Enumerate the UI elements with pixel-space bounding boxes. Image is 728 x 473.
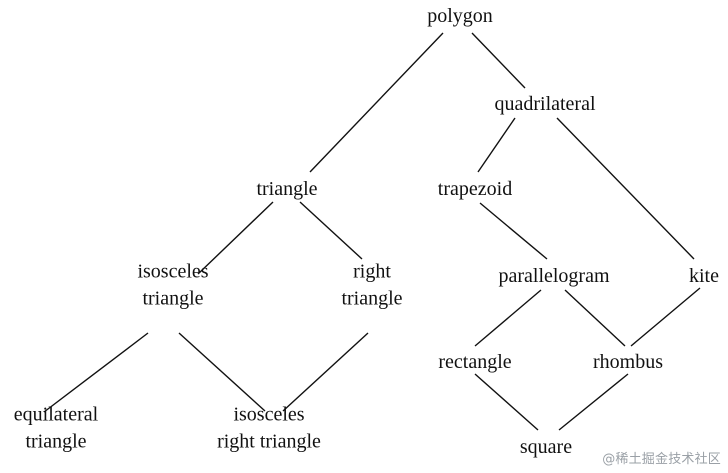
node-triangle: triangle [256,178,317,200]
node-kite: kite [689,265,719,287]
node-parallelogram: parallelogram [498,265,609,287]
edge-isosceles-triangle-to-isosceles-right-triangle [178,332,266,412]
edge-quadrilateral-to-kite [556,117,695,260]
edge-trapezoid-to-parallelogram [479,202,548,260]
watermark: @稀土掘金技术社区 [602,452,721,467]
node-trapezoid: trapezoid [438,178,512,200]
node-parallelogram-line-1: parallelogram [498,265,609,287]
node-isosceles-right-triangle-line-2: right triangle [217,431,321,453]
edge-kite-to-rhombus [630,287,701,347]
node-isosceles-right-triangle-line-1: isosceles [233,404,304,426]
edge-polygon-to-quadrilateral [471,32,526,89]
edge-parallelogram-to-rhombus [564,289,626,347]
edge-triangle-to-right-triangle [299,201,363,260]
labels-layer: polygon quadrilateral triangle trapezoid iso… [14,5,719,458]
node-isosceles-triangle-line-2: triangle [142,288,203,310]
node-square-line-1: square [520,436,572,458]
node-isosceles-triangle-line-1: isosceles [137,261,208,283]
node-right-triangle-line-2: triangle [341,288,402,310]
edge-rectangle-to-square [474,373,539,431]
node-rectangle-line-1: rectangle [438,351,511,373]
edge-right-triangle-to-isosceles-right-triangle [282,332,369,412]
edge-quadrilateral-to-trapezoid [477,117,516,173]
edge-polygon-to-triangle [309,32,444,173]
node-kite-line-1: kite [689,265,719,287]
node-equilateral-triangle-line-2: triangle [25,431,86,453]
node-isosceles-right-triangle: isosceles right triangle [217,404,321,453]
node-quadrilateral-line-1: quadrilateral [494,93,595,115]
edge-isosceles-triangle-to-equilateral-triangle [43,332,149,413]
node-right-triangle: right triangle [341,261,402,310]
node-rectangle: rectangle [438,351,511,373]
node-isosceles-triangle: isosceles triangle [137,261,208,310]
node-equilateral-triangle: equilateral triangle [14,404,99,453]
node-polygon-line-1: polygon [427,5,493,27]
node-rhombus: rhombus [593,351,663,373]
node-trapezoid-line-1: trapezoid [438,178,512,200]
node-triangle-line-1: triangle [256,178,317,200]
node-quadrilateral: quadrilateral [494,93,595,115]
node-square: square [520,436,572,458]
node-polygon: polygon [427,5,493,27]
edge-triangle-to-isosceles-triangle [197,201,274,275]
node-equilateral-triangle-line-1: equilateral [14,404,99,426]
edge-rhombus-to-square [558,373,629,431]
edge-parallelogram-to-rectangle [474,289,542,347]
edges-layer [43,32,701,431]
node-rhombus-line-1: rhombus [593,351,663,373]
node-right-triangle-line-1: right [353,261,391,283]
